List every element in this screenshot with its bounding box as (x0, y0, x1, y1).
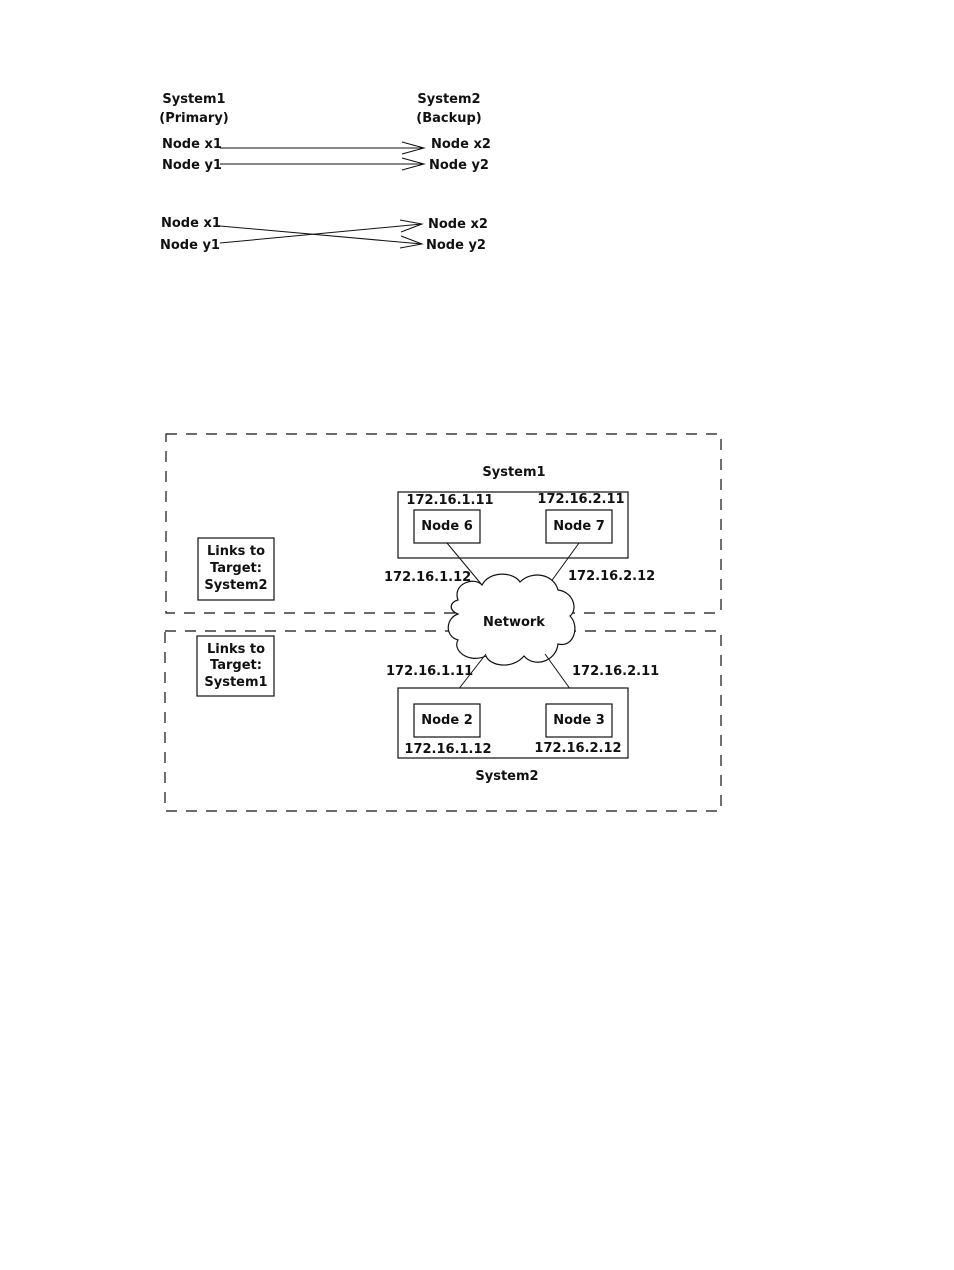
arrow-y1-to-x2 (220, 224, 422, 243)
system1-links-line2: Target: (210, 561, 262, 576)
crossed-source-node-x1: Node x1 (161, 216, 221, 231)
primary-system-subtitle: (Primary) (159, 111, 228, 126)
node6-ip-outer: 172.16.1.12 (384, 570, 471, 585)
node7-ip-inner: 172.16.2.11 (537, 492, 624, 507)
backup-system-title: System2 (417, 92, 480, 107)
arrow-x1-to-y2 (220, 226, 422, 244)
crossed-source-node-y1: Node y1 (160, 238, 220, 253)
node3-ip-outer: 172.16.2.11 (572, 664, 659, 679)
system2-links-line1: Links to (207, 642, 265, 657)
node-mapping-diagram: System1 (Primary) System2 (Backup) Node … (159, 92, 491, 253)
primary-system-title: System1 (162, 92, 225, 107)
straight-target-node-y2: Node y2 (429, 158, 489, 173)
system1-links-line3: System2 (204, 578, 267, 593)
node3-ip-inner: 172.16.2.12 (534, 741, 621, 756)
node6-ip-inner: 172.16.1.11 (406, 493, 493, 508)
straight-source-node-y1: Node y1 (162, 158, 222, 173)
network-topology-diagram: System1 172.16.1.11 172.16.2.11 Node 6 N… (165, 434, 721, 811)
node3-label: Node 3 (553, 713, 605, 728)
node2-ip-outer: 172.16.1.11 (386, 664, 473, 679)
system2-links-line3: System1 (204, 675, 267, 690)
crossed-target-node-x2: Node x2 (428, 217, 488, 232)
system1-title: System1 (482, 465, 545, 480)
system2-title: System2 (475, 769, 538, 784)
node6-label: Node 6 (421, 519, 473, 534)
node7-ip-outer: 172.16.2.12 (568, 569, 655, 584)
node2-ip-inner: 172.16.1.12 (404, 742, 491, 757)
node7-label: Node 7 (553, 519, 605, 534)
straight-source-node-x1: Node x1 (162, 137, 222, 152)
network-label: Network (483, 615, 545, 630)
node2-label: Node 2 (421, 713, 473, 728)
backup-system-subtitle: (Backup) (416, 111, 481, 126)
system1-links-line1: Links to (207, 544, 265, 559)
crossed-target-node-y2: Node y2 (426, 238, 486, 253)
system2-links-line2: Target: (210, 658, 262, 673)
straight-target-node-x2: Node x2 (431, 137, 491, 152)
